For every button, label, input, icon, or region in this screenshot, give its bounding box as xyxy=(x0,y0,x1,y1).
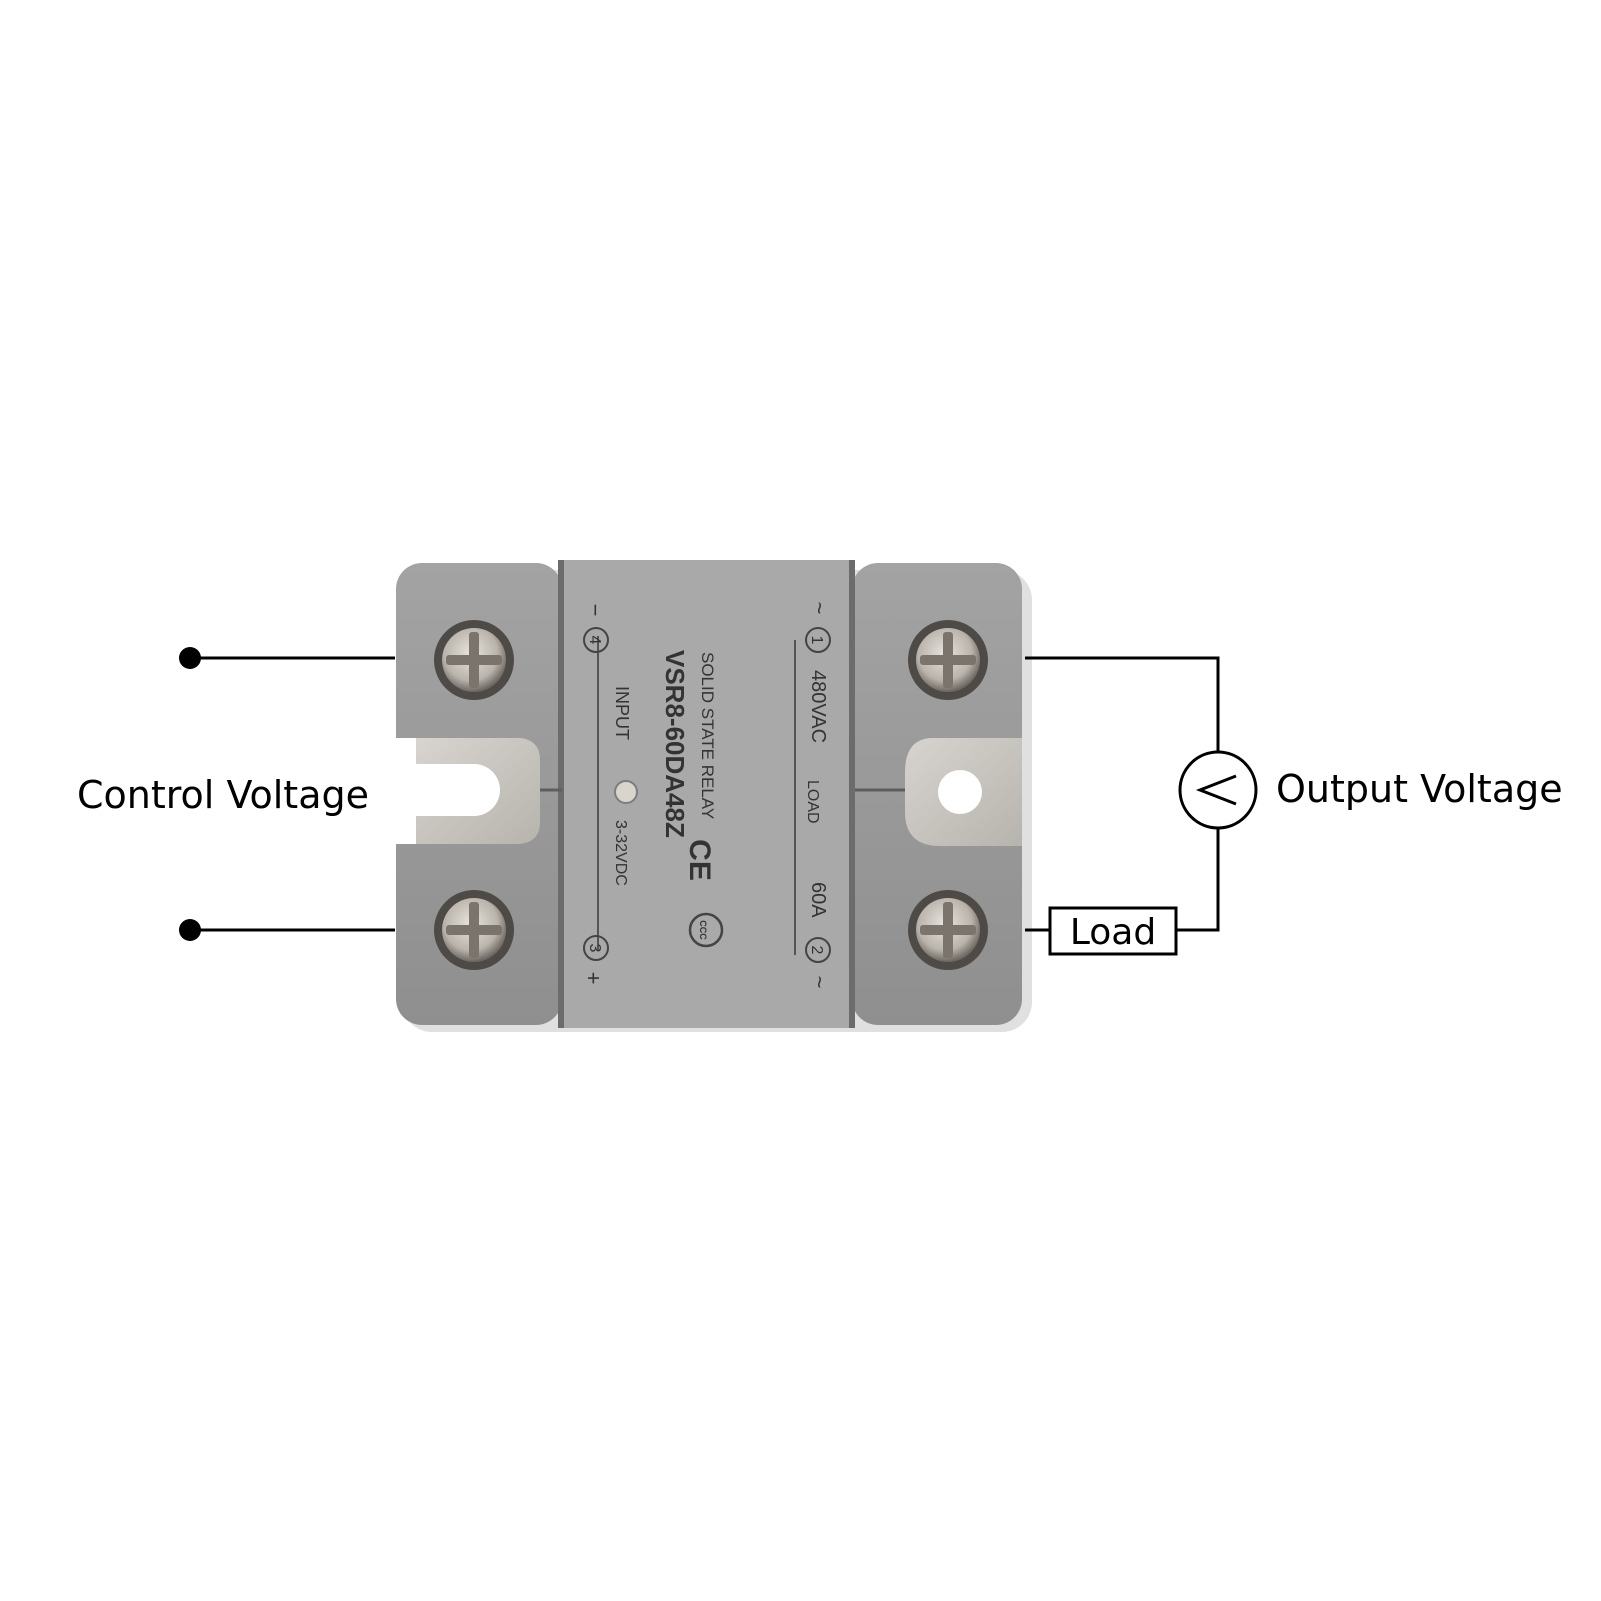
ccc-mark: CCC xyxy=(688,912,724,948)
load-side-markings: 1 ~ 480VAC LOAD 60A 2 ~ xyxy=(794,602,832,989)
relay-groove-left xyxy=(558,560,564,1028)
terminal-3-number: 3 xyxy=(586,944,603,953)
control-terminal-dot-top xyxy=(179,647,201,669)
relay-model: VSR8-60DA48Z xyxy=(660,650,690,838)
ac-symbol-bottom: ~ xyxy=(807,976,832,989)
voltmeter-symbol xyxy=(1178,750,1258,830)
relay-load-label: LOAD xyxy=(804,780,821,824)
control-wiring xyxy=(179,647,395,941)
output-voltage-label: Output Voltage xyxy=(1276,767,1563,811)
voltage-rating: 480VAC xyxy=(807,670,829,743)
right-mounting-plate xyxy=(900,738,1022,846)
output-wiring: Load xyxy=(1025,656,1258,956)
output-wire-bottom xyxy=(1176,828,1220,932)
screw-terminal-1 xyxy=(908,620,988,700)
output-wire-top xyxy=(1025,656,1220,752)
load-label: Load xyxy=(1070,912,1156,953)
terminal-4-number: 4 xyxy=(586,636,603,645)
svg-text:CCC: CCC xyxy=(698,920,708,940)
led-indicator xyxy=(614,780,638,804)
relay-title: SOLID STATE RELAY xyxy=(698,652,717,819)
input-label: INPUT xyxy=(612,686,632,740)
ac-symbol-top: ~ xyxy=(807,602,832,615)
plus-symbol: + xyxy=(581,972,606,985)
voltmeter-v-glyph xyxy=(1195,774,1237,806)
minus-symbol: − xyxy=(583,604,608,617)
terminal-2-number: 2 xyxy=(808,946,825,955)
input-range: 3-32VDC xyxy=(612,820,629,886)
screw-terminal-3 xyxy=(434,890,514,970)
control-voltage-label: Control Voltage xyxy=(77,773,369,817)
relay-groove-right xyxy=(849,560,855,1028)
load-box xyxy=(1048,906,1178,956)
relay-center-housing xyxy=(562,560,852,1028)
solid-state-relay: 4 − INPUT 3-32VDC 3 + SOLID STATE RELAY … xyxy=(396,560,1032,1032)
control-terminal-dot-bottom xyxy=(179,919,201,941)
input-side-markings: 4 − INPUT 3-32VDC 3 + xyxy=(581,604,632,985)
ce-mark: CE xyxy=(683,839,716,881)
screw-terminal-4 xyxy=(434,620,514,700)
left-mounting-plate xyxy=(396,738,540,844)
terminal-1-number: 1 xyxy=(808,636,825,645)
current-rating: 60A xyxy=(807,882,829,918)
screw-terminal-2 xyxy=(908,890,988,970)
